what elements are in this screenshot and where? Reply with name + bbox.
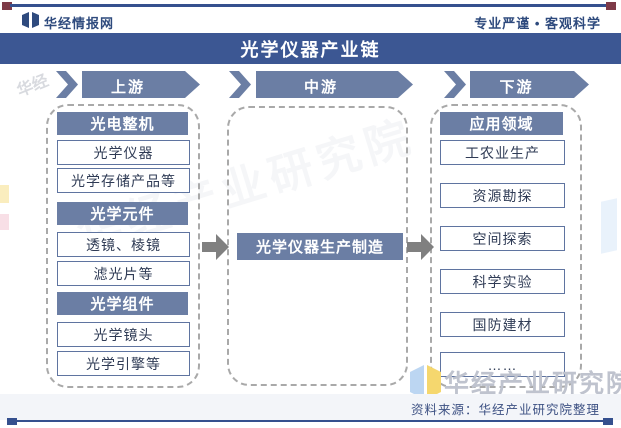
upstream-item: 滤光片等 (57, 261, 190, 286)
upstream-item: 光学仪器 (57, 140, 190, 165)
brand-logo-icon (22, 12, 39, 28)
watermark-corner-text: 华经 (14, 72, 51, 101)
footer-bar (0, 394, 621, 420)
upstream-item: 光学存储产品等 (57, 168, 190, 193)
arrow-banner-shape (444, 71, 589, 98)
top-frame-line (10, 4, 611, 7)
stage-banner-midstream: 中游 (229, 71, 413, 98)
downstream-item: 科学实验 (440, 269, 565, 294)
downstream-item: 工农业生产 (440, 140, 565, 165)
downstream-item: 空间探索 (440, 226, 565, 251)
brand-name: 华经情报网 (44, 16, 115, 31)
source-note: 资料来源：华经产业研究院整理 (410, 403, 600, 417)
upstream-item: 光学镜头 (57, 322, 190, 347)
downstream-item: 国防建材 (440, 312, 565, 337)
upstream-group-header: 光学元件 (57, 202, 188, 225)
watermark-yellow-chip (0, 185, 9, 203)
flow-arrow-right-icon (407, 234, 434, 260)
downstream-item: …… (440, 352, 565, 377)
arrow-banner-shape (229, 71, 413, 98)
downstream-item: 资源勘探 (440, 183, 565, 208)
top-right-corner-square (606, 2, 616, 10)
stage-label-midstream: 中游 (303, 79, 338, 96)
stage-banner-downstream: 下游 (444, 71, 589, 98)
top-left-corner-square (2, 2, 12, 10)
stage-label-downstream: 下游 (499, 79, 534, 96)
flow-arrow-left-icon (202, 234, 229, 260)
upstream-container (46, 104, 200, 388)
brand-slogan: 专业严谨 • 客观科学 (474, 16, 601, 31)
upstream-item: 透镜、棱镜 (57, 232, 190, 257)
upstream-group-header: 光学组件 (57, 292, 188, 315)
downstream-header: 应用领域 (440, 112, 563, 135)
stage-banner-upstream: 上游 (56, 71, 200, 98)
midstream-box: 光学仪器生产制造 (237, 233, 403, 260)
stage-label-upstream: 上游 (110, 79, 145, 96)
bottom-right-corner-square (603, 418, 613, 425)
bottom-frame-line (10, 420, 611, 422)
upstream-group-header: 光电整机 (57, 112, 188, 135)
watermark-blue-chip (601, 198, 617, 254)
watermark-pink-chip (0, 214, 9, 230)
arrow-banner-shape (56, 71, 200, 98)
diagram-title: 光学仪器产业链 (240, 39, 381, 60)
upstream-item: 光学引擎等 (57, 351, 190, 376)
diagram-title-bar: 光学仪器产业链 (0, 33, 621, 64)
